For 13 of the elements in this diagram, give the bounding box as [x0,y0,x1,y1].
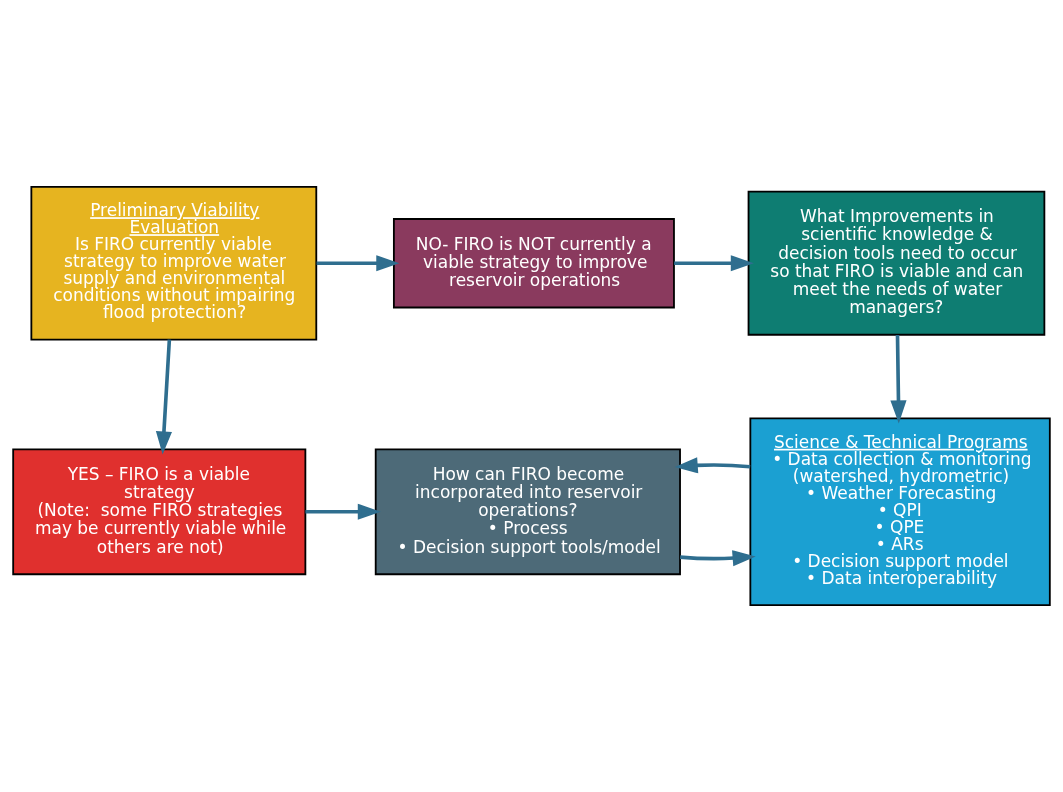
node-box: What Improvements in scientific knowledge & decision tools need to occur so that FIRO is viable and can meet the needs of water managers? [747,190,1046,336]
node-box: YES – FIRO is a viable strategy (Note: some FIRO strategies may be currently viable while others are not) [12,448,307,576]
node-box: NO- FIRO is NOT currently a viable strategy to improve reservoir operations [392,218,675,309]
arrow [680,550,756,567]
arrow [674,457,751,474]
arrow [316,255,400,272]
arrow [155,339,172,455]
arrow [674,255,754,272]
node-box: Preliminary Viability Evaluation Is FIRO currently viable strategy to improve water supply and environmental conditions without impairing flood protection? [30,185,318,341]
node-box: Science & Technical Programs • Data collection & monitoring (watershed, hydrometric) • Weather Forecasting • QPI • QPE • ARs • Decision support model • Data interoperability [749,417,1051,607]
arrow [890,334,907,424]
node-box: How can FIRO become incorporated into reservoir operations? • Process • Decision support tools/model [374,448,681,576]
arrow [305,503,381,520]
